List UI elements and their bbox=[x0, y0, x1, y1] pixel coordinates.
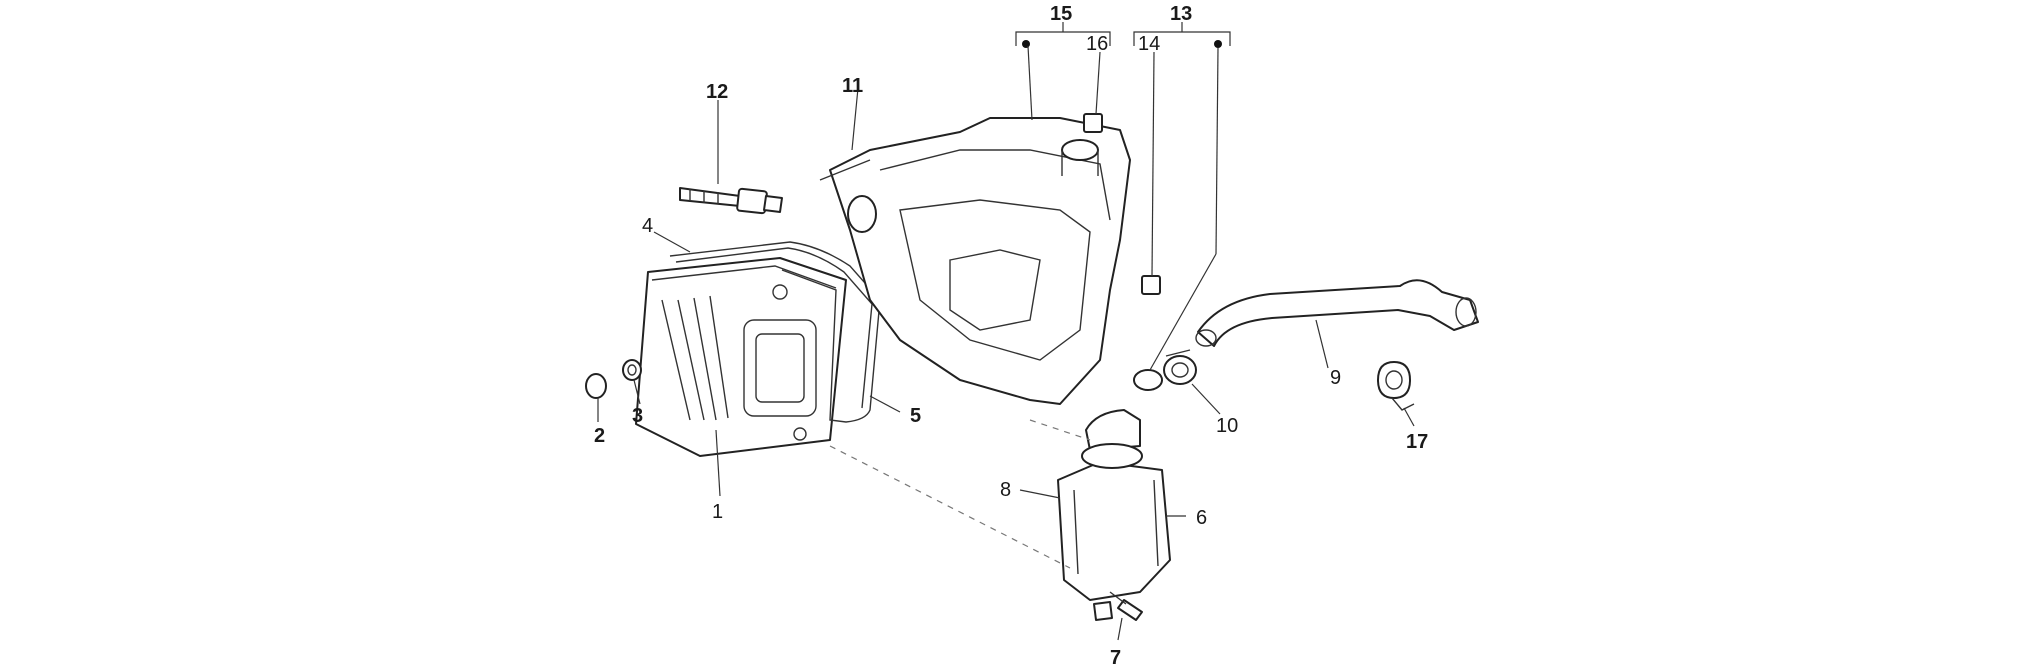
callout-3: 3 bbox=[632, 405, 643, 427]
callout-13: 13 bbox=[1170, 3, 1192, 25]
hose-clamp-17 bbox=[1377, 361, 1415, 411]
callout-6: 6 bbox=[1196, 507, 1207, 529]
bracket-15 bbox=[1015, 22, 1111, 121]
breather-box bbox=[1057, 369, 1171, 621]
callout-16: 16 bbox=[1086, 33, 1108, 55]
screw bbox=[1109, 591, 1143, 621]
leader-lines bbox=[597, 51, 1415, 641]
clip-14 bbox=[1141, 275, 1161, 295]
spark-plug bbox=[679, 187, 783, 215]
cylinder-head-cover bbox=[635, 257, 847, 457]
air-box-housing bbox=[819, 117, 1131, 405]
plug-and-washer bbox=[585, 359, 642, 399]
callout-15: 15 bbox=[1050, 3, 1072, 25]
gasket bbox=[669, 241, 881, 423]
callout-5: 5 bbox=[910, 405, 921, 427]
breather-hose bbox=[1195, 279, 1479, 347]
alignment-line bbox=[829, 445, 1071, 569]
callout-7: 7 bbox=[1110, 647, 1121, 665]
callout-9: 9 bbox=[1330, 367, 1341, 389]
callout-12: 12 bbox=[706, 81, 728, 103]
bracket-13 bbox=[1133, 22, 1231, 371]
callout-4: 4 bbox=[642, 215, 653, 237]
callout-10: 10 bbox=[1216, 415, 1238, 437]
hose-clamp-10 bbox=[1163, 349, 1197, 385]
callout-17: 17 bbox=[1406, 431, 1428, 453]
callout-2: 2 bbox=[594, 425, 605, 447]
callout-8: 8 bbox=[1000, 479, 1011, 501]
clip-16 bbox=[1083, 113, 1103, 133]
alignment-line bbox=[1029, 419, 1091, 441]
callout-11: 11 bbox=[842, 75, 863, 97]
callout-1: 1 bbox=[712, 501, 723, 523]
callout-14: 14 bbox=[1138, 33, 1160, 55]
